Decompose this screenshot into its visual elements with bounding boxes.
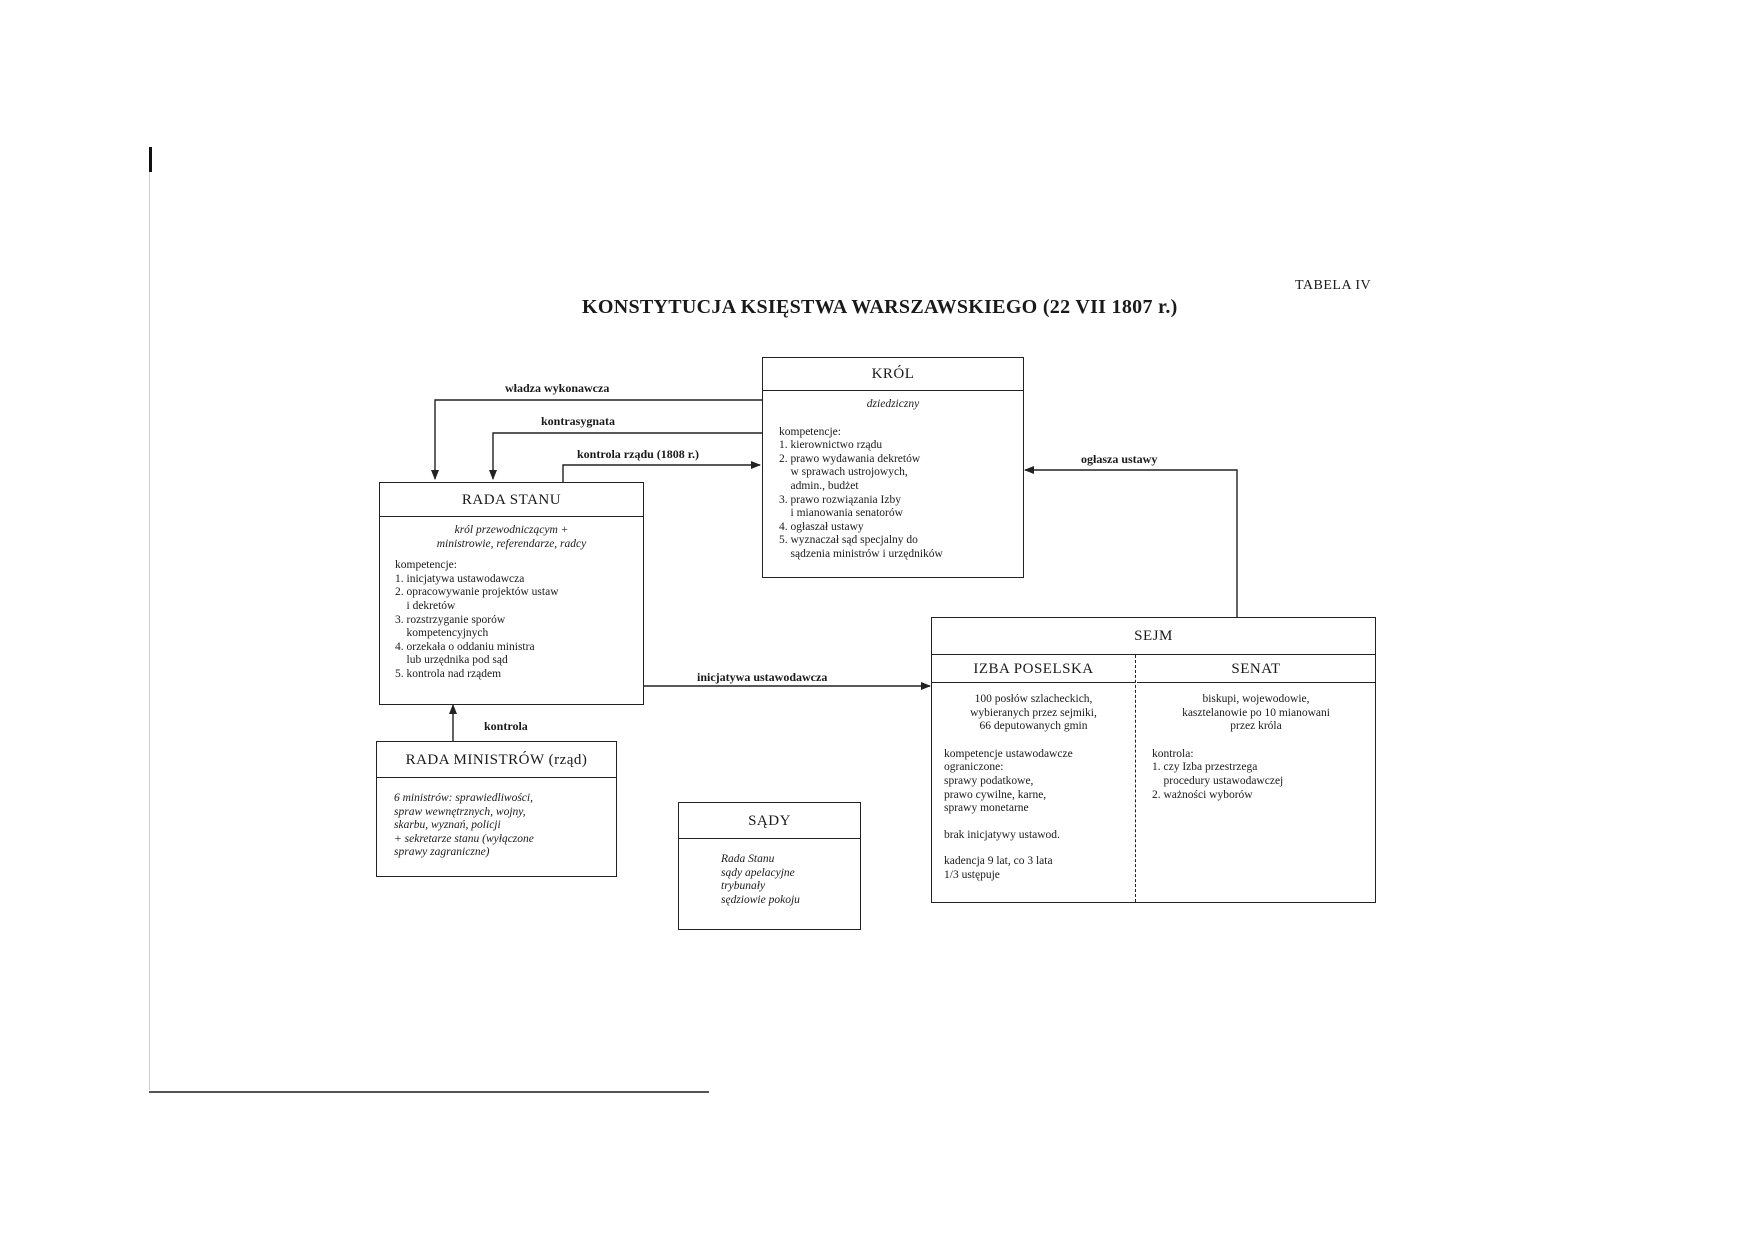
list-item: 5. kontrola nad rządem — [395, 667, 502, 680]
text-line: 100 posłów szlacheckich, — [974, 693, 1093, 705]
list-item: lub urzędnika pod sąd — [395, 654, 508, 667]
scan-left-edge — [149, 150, 150, 1090]
list-item: 2. opracowywanie projektów ustaw — [395, 586, 559, 599]
rada-stanu-competence-list: 1. inicjatywa ustawodawcza 2. opracowywa… — [395, 573, 643, 682]
text-line: 66 deputowanych gmin — [979, 720, 1088, 733]
senat-control-heading: kontrola: — [1152, 747, 1194, 760]
arrow-kontrola-rzadu — [562, 461, 761, 483]
list-item: sądzenia ministrów i urzędników — [779, 547, 943, 560]
text-line: + sekretarze stanu (wyłączone — [394, 832, 534, 845]
list-item: 3. rozstrzyganie sporów — [395, 613, 506, 626]
list-item: kompetencyjnych — [395, 627, 489, 640]
label-kontrola-rzadu: kontrola rządu (1808 r.) — [577, 447, 700, 461]
text-line: 6 ministrów: sprawiedliwości, — [394, 792, 533, 804]
page-title: KONSTYTUCJA KSIĘSTWA WARSZAWSKIEGO (22 V… — [582, 296, 1178, 318]
text-line: spraw wewnętrznych, wojny, — [394, 805, 526, 818]
label-wladza: władza wykonawcza — [505, 381, 610, 395]
rada-ministrow-box: RADA MINISTRÓW (rząd) 6 ministrów: spraw… — [376, 741, 617, 877]
list-item: 4. orzekała o oddaniu ministra — [395, 640, 535, 653]
sejm-divider — [1135, 655, 1136, 902]
table-label: TABELA IV — [1295, 278, 1372, 293]
rada-stanu-subtitle: król przewodniczącym + ministrowie, refe… — [380, 524, 643, 551]
senat-composition: biskupi, wojewodowie, kasztelanowie po 1… — [1137, 693, 1375, 734]
izba-no-initiative: brak inicjatywy ustawod. — [944, 828, 1060, 841]
krol-competence-heading: kompetencje: — [779, 425, 841, 438]
text-line: wybieranych przez sejmiki, — [970, 706, 1097, 719]
list-item: 1. czy Izba przestrzega — [1152, 761, 1258, 774]
sejm-title: SEJM — [932, 618, 1375, 655]
sady-box: SĄDY Rada Stanu sądy apelacyjne trybunał… — [678, 802, 861, 930]
scan-mark — [149, 147, 152, 172]
list-item: 1. inicjatywa ustawodawcza — [395, 572, 525, 585]
izba-competences: kompetencje ustawodawcze ograniczone: sp… — [944, 748, 1135, 816]
list-item: 2. prawo wydawania dekretów — [779, 452, 921, 465]
text-line: kasztelanowie po 10 mianowani — [1182, 706, 1330, 719]
sady-title: SĄDY — [679, 803, 860, 839]
arrow-kontrasygnata — [489, 432, 763, 480]
sady-list: Rada Stanu sądy apelacyjne trybunały sęd… — [721, 853, 860, 907]
list-item: 3. prawo rozwiązania Izby — [779, 493, 901, 506]
list-item: w sprawach ustrojowych, — [779, 466, 908, 479]
list-item: 4. ogłaszał ustawy — [779, 520, 864, 533]
krol-competence-list: 1. kierownictwo rządu 2. prawo wydawania… — [779, 439, 1023, 561]
rada-stanu-title: RADA STANU — [380, 483, 643, 517]
rada-stanu-competence-heading: kompetencje: — [395, 559, 457, 572]
text-line: sprawy podatkowe, — [944, 774, 1034, 787]
list-item: trybunały — [721, 880, 766, 893]
rada-stanu-box: RADA STANU król przewodniczącym + minist… — [379, 482, 644, 705]
subtitle-line: ministrowie, referendarze, radcy — [436, 537, 587, 550]
senat-title: SENAT — [1137, 655, 1375, 683]
arrow-wladza — [431, 399, 763, 480]
list-item: 2. ważności wyborów — [1152, 788, 1253, 801]
izba-composition: 100 posłów szlacheckich, wybieranych prz… — [932, 693, 1135, 734]
list-item: sędziowie pokoju — [721, 893, 800, 906]
text-line: przez króla — [1230, 720, 1282, 733]
text-line: 1/3 ustępuje — [944, 868, 1000, 881]
text-line: skarbu, wyznań, policji — [394, 819, 501, 832]
rada-ministrow-description: 6 ministrów: sprawiedliwości, spraw wewn… — [394, 792, 616, 860]
text-line: prawo cywilne, karne, — [944, 788, 1047, 801]
krol-box: KRÓL dziedziczny kompetencje: 1. kierown… — [762, 357, 1024, 578]
label-oglasza: ogłasza ustawy — [1081, 452, 1158, 466]
izba-poselska-title: IZBA POSELSKA — [932, 655, 1135, 683]
list-item: sądy apelacyjne — [721, 866, 795, 879]
scan-bottom-edge — [149, 1091, 709, 1093]
text-line: biskupi, wojewodowie, — [1202, 693, 1310, 705]
label-inicjatywa: inicjatywa ustawodawcza — [697, 670, 828, 684]
list-item: i mianowania senatorów — [779, 507, 903, 520]
text-line: ograniczone: — [944, 761, 1004, 774]
krol-subtitle: dziedziczny — [866, 398, 920, 410]
label-kontrola: kontrola — [484, 719, 528, 733]
subtitle-line: król przewodniczącym + — [454, 524, 569, 536]
izba-term: kadencja 9 lat, co 3 lata 1/3 ustępuje — [944, 855, 1135, 882]
text-line: sprawy monetarne — [944, 802, 1029, 815]
sejm-box: SEJM IZBA POSELSKA 100 posłów szlachecki… — [931, 617, 1376, 903]
krol-title: KRÓL — [763, 358, 1023, 391]
list-item: admin., budżet — [779, 479, 859, 492]
text-line: kompetencje ustawodawcze — [944, 747, 1073, 760]
senat-section: SENAT biskupi, wojewodowie, kasztelanowi… — [1137, 655, 1375, 802]
rada-ministrow-title: RADA MINISTRÓW (rząd) — [377, 742, 616, 778]
text-line: kadencja 9 lat, co 3 lata — [944, 855, 1053, 868]
list-item: 1. kierownictwo rządu — [779, 439, 883, 452]
label-kontrasygnata: kontrasygnata — [541, 414, 616, 428]
senat-control-list: 1. czy Izba przestrzega procedury ustawo… — [1152, 761, 1375, 802]
izba-poselska-section: IZBA POSELSKA 100 posłów szlacheckich, w… — [932, 655, 1135, 883]
list-item: Rada Stanu — [721, 853, 775, 865]
list-item: 5. wyznaczał sąd specjalny do — [779, 534, 918, 547]
arrow-oglasza — [1024, 466, 1238, 617]
list-item: procedury ustawodawczej — [1152, 774, 1284, 787]
list-item: i dekretów — [395, 599, 456, 612]
text-line: sprawy zagraniczne) — [394, 846, 490, 859]
